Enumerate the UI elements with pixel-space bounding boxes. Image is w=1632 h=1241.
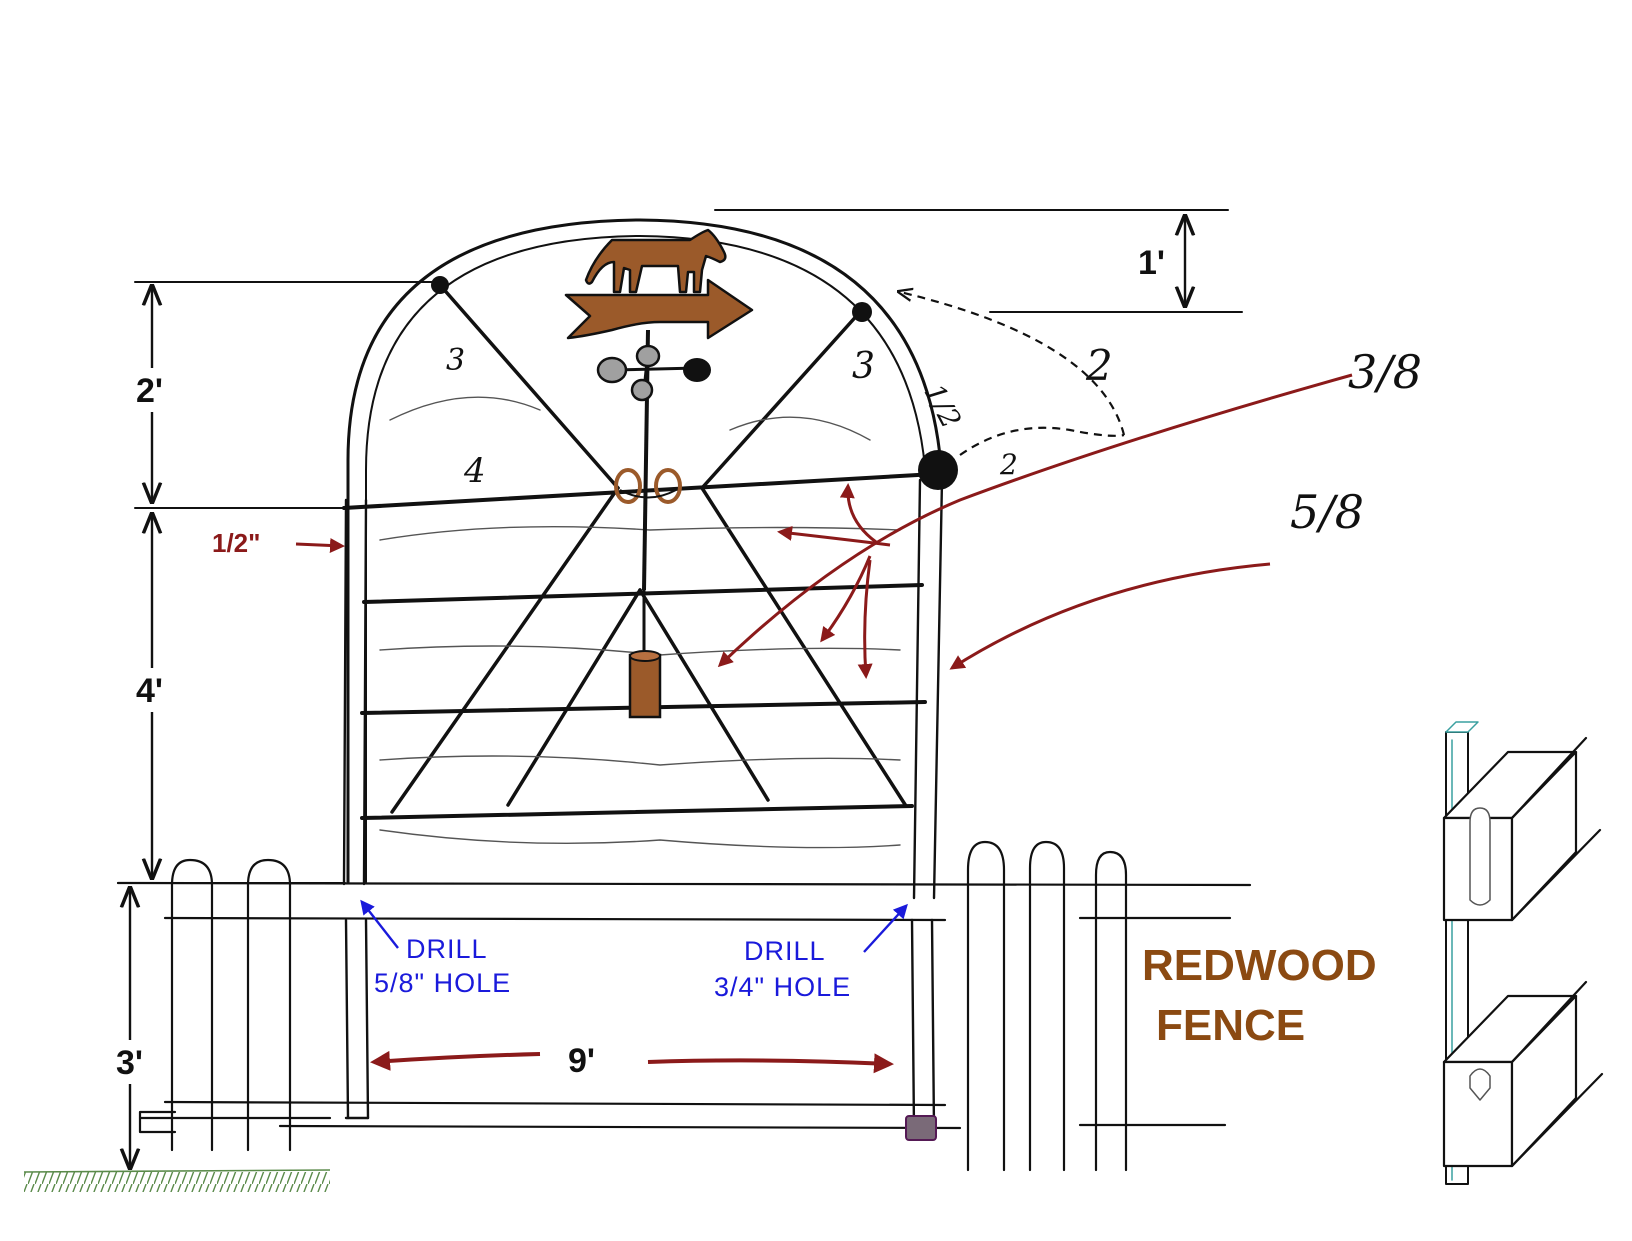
right-post bbox=[910, 478, 944, 1132]
dim-label-gate: 4' bbox=[136, 672, 163, 710]
ground-hatch bbox=[24, 1172, 330, 1192]
joint-dot-right bbox=[852, 302, 872, 322]
horse-weathervane-icon bbox=[584, 228, 727, 294]
curve-dashed-lower bbox=[959, 426, 1125, 456]
fence-label: REDWOOD FENCE bbox=[1142, 941, 1377, 1050]
drill-left-line1: DRILL bbox=[406, 934, 488, 964]
dimension-lines: 2' 4' 3' 1' 9' bbox=[112, 209, 1243, 1168]
crossbar-mark: 4 bbox=[463, 451, 486, 491]
arrow-weathervane-icon bbox=[564, 278, 754, 340]
chain-knot bbox=[614, 468, 682, 504]
joint-dot-end bbox=[918, 450, 958, 490]
counterweight-icon bbox=[628, 653, 662, 719]
post-size-label: 1/2" bbox=[212, 528, 260, 558]
redwood-fence bbox=[23, 840, 1252, 1192]
drill-callouts: DRILL 5/8" HOLE DRILL 3/4" HOLE bbox=[360, 899, 908, 1002]
pencil-shading bbox=[379, 396, 901, 849]
fence-rails bbox=[116, 881, 1252, 1130]
drill-right-line1: DRILL bbox=[744, 936, 826, 966]
weathervane bbox=[564, 228, 754, 719]
handwritten-marks: 3 3 1/2 2 2 4 bbox=[446, 292, 1126, 491]
fence-label-line2: FENCE bbox=[1156, 1001, 1305, 1050]
dim-label-arch: 1' bbox=[1138, 244, 1165, 282]
vane-shaft bbox=[642, 329, 650, 591]
gate-arch-inner bbox=[365, 235, 927, 883]
fence-label-line1: REDWOOD bbox=[1142, 941, 1377, 990]
drill-right-line2: 3/4" HOLE bbox=[714, 972, 851, 1002]
arch-mark-right: 3 bbox=[852, 346, 875, 387]
small-mark: 2 bbox=[999, 448, 1018, 481]
curve-mark: 2 bbox=[1085, 341, 1113, 390]
gate-braces bbox=[390, 283, 908, 814]
rod-callouts: 1/2" 3/8 5/8 bbox=[212, 345, 1422, 679]
arch-mark-left: 3 bbox=[446, 343, 465, 378]
rod-size-five-eighths: 5/8 bbox=[1290, 485, 1364, 539]
gate-arch-outer bbox=[346, 218, 944, 884]
gate-crossbars bbox=[342, 472, 937, 820]
dim-label-upper: 2' bbox=[136, 372, 163, 410]
rod-size-three-eighths: 3/8 bbox=[1348, 345, 1422, 399]
joint-dot-left bbox=[431, 276, 449, 294]
drill-left-line2: 5/8" HOLE bbox=[374, 968, 511, 998]
wind-cups-icon bbox=[596, 344, 711, 402]
ground-line bbox=[23, 1169, 331, 1173]
hinge-block-upper bbox=[1442, 736, 1602, 922]
dim-label-fence: 3' bbox=[116, 1044, 143, 1082]
fence-pickets-right bbox=[966, 840, 1128, 1172]
curve-dashed bbox=[900, 292, 1126, 436]
dim-label-width: 9' bbox=[568, 1042, 595, 1080]
hinge-pin bbox=[905, 1115, 937, 1141]
fence-pickets-left bbox=[138, 858, 292, 1152]
hinge-detail bbox=[1442, 721, 1604, 1185]
gate-frame bbox=[342, 218, 958, 1141]
left-post bbox=[342, 498, 370, 1120]
hinge-block-lower bbox=[1442, 980, 1604, 1168]
